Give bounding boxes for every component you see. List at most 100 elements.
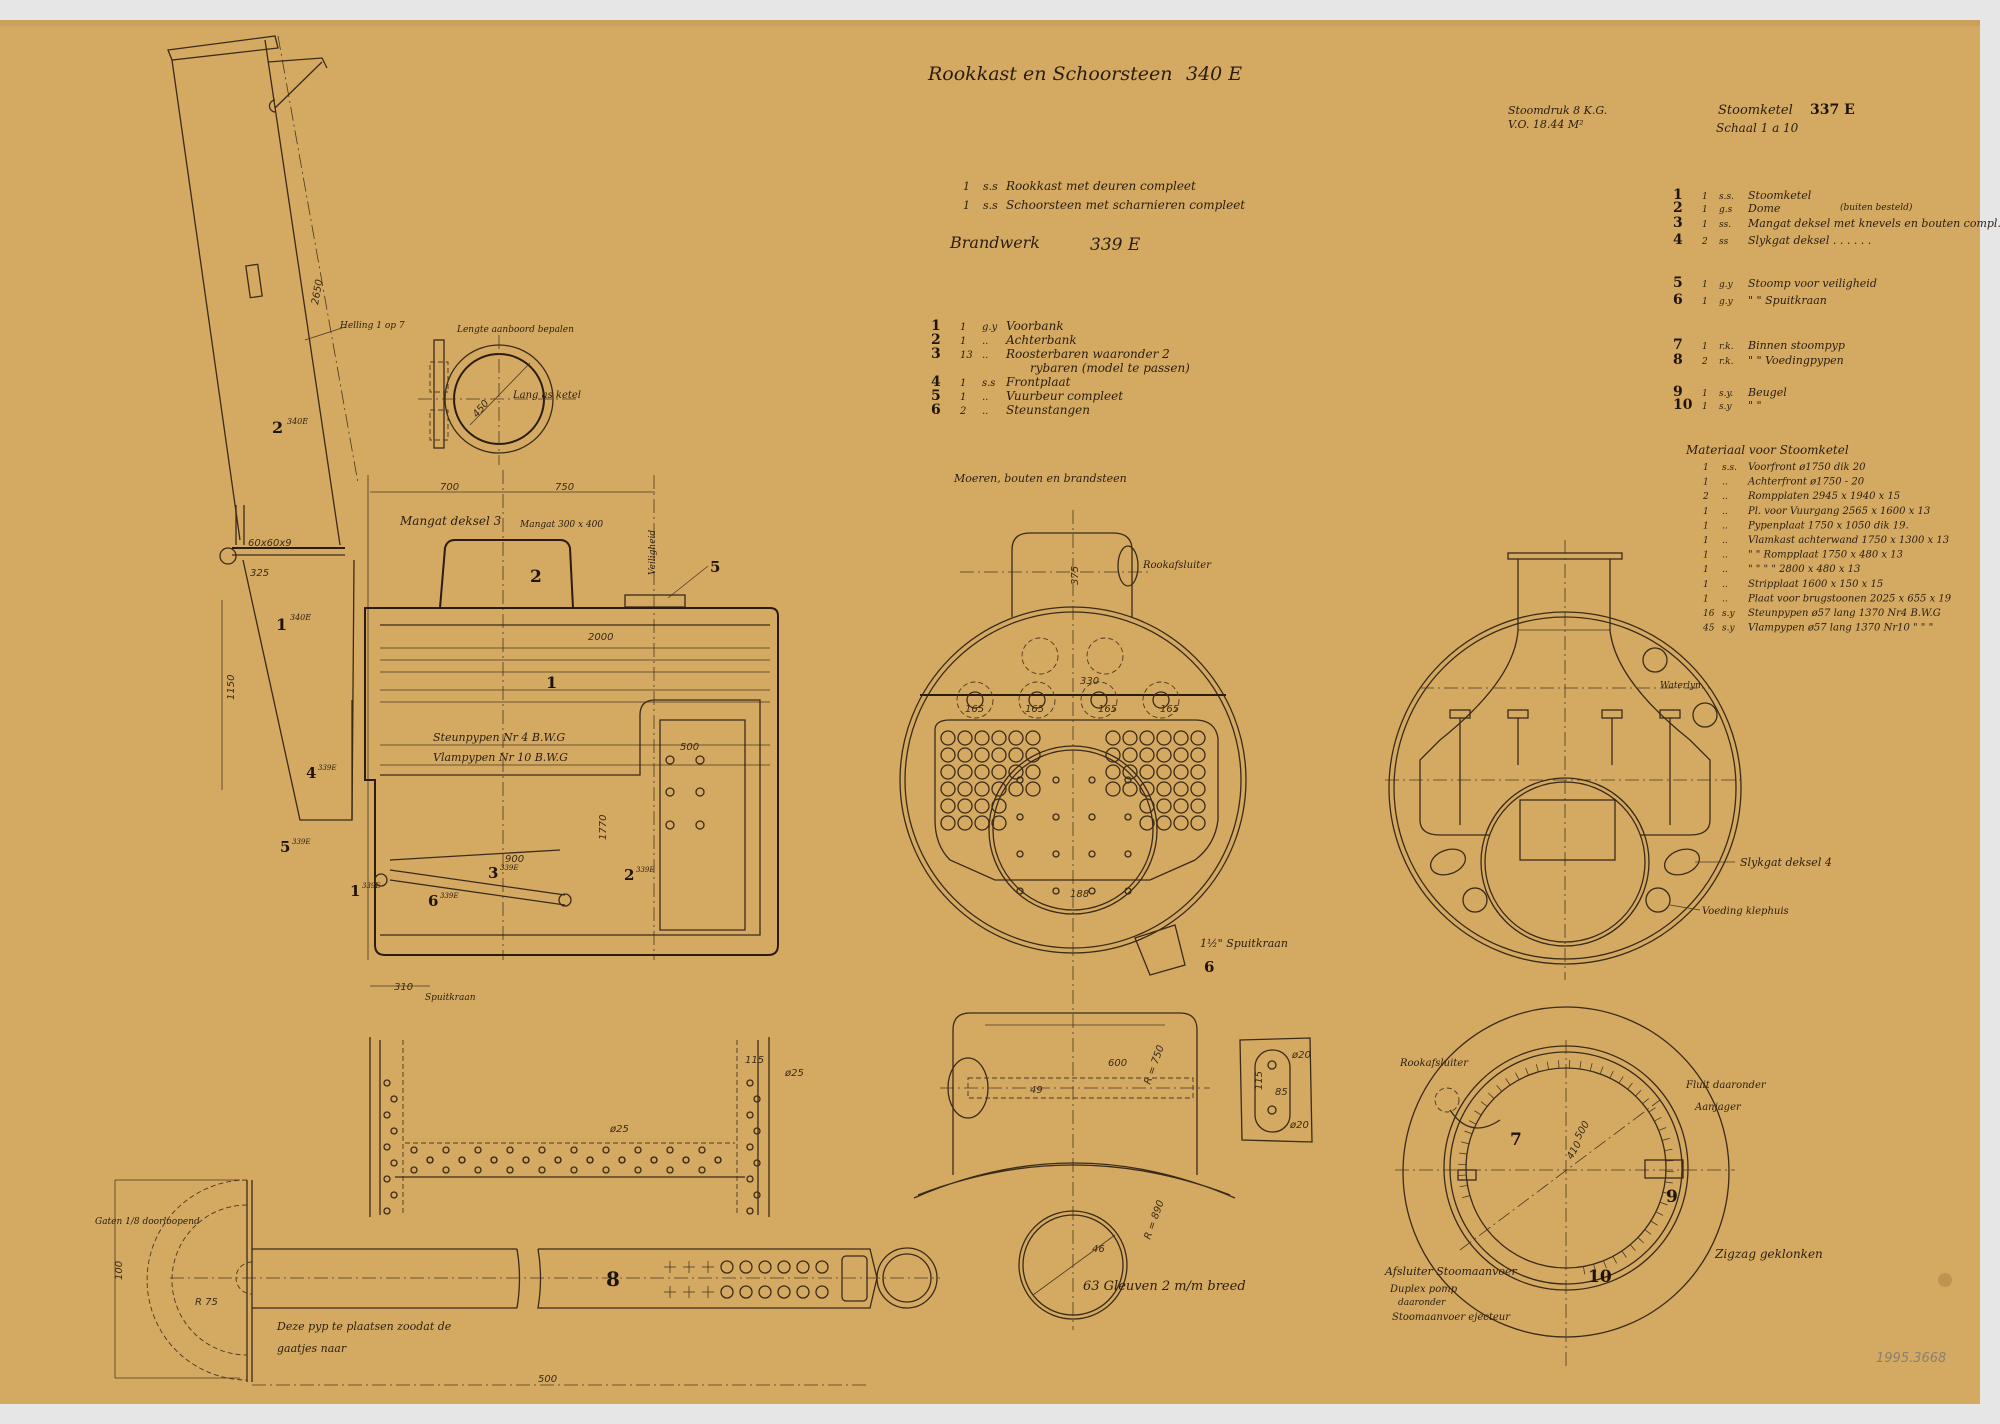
stay-hole [1088, 813, 1096, 821]
fire-tube [1190, 781, 1206, 797]
item-desc: Slykgat deksel . . . . . . [1748, 234, 1871, 247]
part-number: 3 [488, 864, 498, 882]
stay-hole [1052, 813, 1060, 821]
material-desc: Rompplaten 2945 x 1940 x 15 [1747, 491, 1900, 502]
fire-tube [957, 730, 973, 746]
fire-tube [957, 781, 973, 797]
fire-tube [1156, 798, 1172, 814]
list-qty: 1 [963, 199, 970, 212]
grate-hole [383, 1143, 391, 1151]
item-number: 7 [1673, 337, 1683, 353]
dim-label: 1150 [226, 675, 237, 700]
grate-hole [426, 1156, 434, 1164]
item-desc: Frontplaat [1005, 375, 1071, 389]
dim-label: 500 [538, 1374, 557, 1385]
item-type: .. [982, 336, 988, 347]
item-desc: Beugel [1747, 386, 1787, 399]
grate-hole [390, 1095, 398, 1103]
part-ref: 339E [362, 882, 380, 890]
item-qty: 1 [960, 392, 966, 403]
material-desc: Vlampypen ø57 lang 1370 Nr10 " " " [1748, 623, 1933, 634]
fire-tube [991, 730, 1007, 746]
material-qty: 1 [1703, 463, 1709, 473]
item-desc: " " Voedingpypen [1748, 354, 1844, 367]
item-desc: " " [1748, 399, 1762, 412]
slot-tick [1579, 1060, 1582, 1070]
slot-tick [1612, 1256, 1618, 1264]
part-number: 6 [428, 892, 438, 910]
material-type: .. [1722, 521, 1728, 531]
item-number: 8 [1673, 352, 1683, 368]
grate-hole [538, 1166, 546, 1174]
item-type: s.y [1719, 402, 1732, 412]
material-title: Materiaal voor Stoomketel [1685, 443, 1849, 457]
slot-tick [1664, 1181, 1674, 1184]
boiler-front-view: Waterlyn Slykgat deksel 4 Voeding klephu… [1385, 540, 1832, 980]
dim-label: 46 [1092, 1244, 1105, 1255]
fire-tube [1156, 781, 1172, 797]
fire-tube [1156, 764, 1172, 780]
grate-hole [474, 1166, 482, 1174]
grate-hole [554, 1156, 562, 1164]
rookafsluiter-label: Rookafsluiter [1399, 1058, 1469, 1069]
part-ref: 339E [636, 866, 654, 874]
stay-hole [1124, 887, 1132, 895]
part-number: 1 [350, 882, 360, 900]
material-qty: 1 [1703, 521, 1709, 531]
dim-label: 115 [1254, 1071, 1265, 1090]
helling-label: Helling 1 op 7 [339, 321, 405, 331]
material-type: .. [1722, 507, 1728, 517]
part-ref: 339E [500, 864, 518, 872]
part-number: 2 [530, 567, 542, 587]
material-desc: Stripplaat 1600 x 150 x 15 [1748, 579, 1883, 590]
fire-tube [1139, 730, 1155, 746]
material-type: .. [1722, 580, 1728, 590]
mangat-deksel-label: Mangat deksel 3 [399, 514, 502, 528]
stay-hole [1016, 887, 1024, 895]
part-number: 7 [1510, 1130, 1522, 1150]
pipe-hole [777, 1260, 791, 1274]
rookkast-list: 1 s.s Rookkast met deuren compleet 1 s.s… [963, 179, 1245, 212]
item-number: 5 [931, 388, 941, 404]
fire-tube [957, 798, 973, 814]
item-qty: 13 [960, 350, 973, 361]
material-type: s.y [1722, 609, 1735, 619]
item-note: (buiten besteld) [1840, 202, 1913, 213]
slot-tick [1458, 1174, 1467, 1176]
part-number: 1 [276, 615, 287, 634]
fire-tube [1173, 747, 1189, 763]
fire-tube [1025, 781, 1041, 797]
material-type: s.s. [1722, 463, 1737, 473]
gaten-label: Gaten 1/8 doorloopend [95, 1217, 200, 1227]
material-desc: Pl. voor Vuurgang 2565 x 1600 x 13 [1747, 506, 1930, 517]
pipe-hole [815, 1260, 829, 1274]
item-qty: 1 [1702, 402, 1708, 412]
part-number: 6 [1204, 958, 1214, 976]
stay-hole [1088, 887, 1096, 895]
item-qty: 2 [1701, 237, 1708, 247]
material-qty: 1 [1703, 507, 1709, 517]
ejecteur-label: Stoomaanvoer ejecteur [1392, 1312, 1511, 1323]
item-qty: 1 [1702, 389, 1708, 399]
item-type: r.k. [1719, 357, 1734, 367]
slot-tick [1582, 1266, 1586, 1275]
item-type: r.k. [1719, 342, 1734, 352]
item-type: g.y [1719, 297, 1734, 307]
item-qty: 1 [960, 322, 966, 333]
material-qty: 1 [1703, 478, 1709, 488]
stay-hole [1124, 776, 1132, 784]
slot-tick [1496, 1085, 1503, 1092]
slot-tick [1464, 1130, 1473, 1135]
dim-label: 165 [965, 704, 984, 715]
pipe-hole [739, 1285, 753, 1299]
fire-tube [1105, 764, 1121, 780]
fire-tube [1025, 747, 1041, 763]
grate-hole [410, 1166, 418, 1174]
fire-tube [1190, 730, 1206, 746]
stay-hole [1088, 776, 1096, 784]
slot-tick [1659, 1201, 1668, 1206]
item-type: .. [982, 392, 988, 403]
item-qty: 1 [960, 378, 966, 389]
grate-hole [442, 1146, 450, 1154]
